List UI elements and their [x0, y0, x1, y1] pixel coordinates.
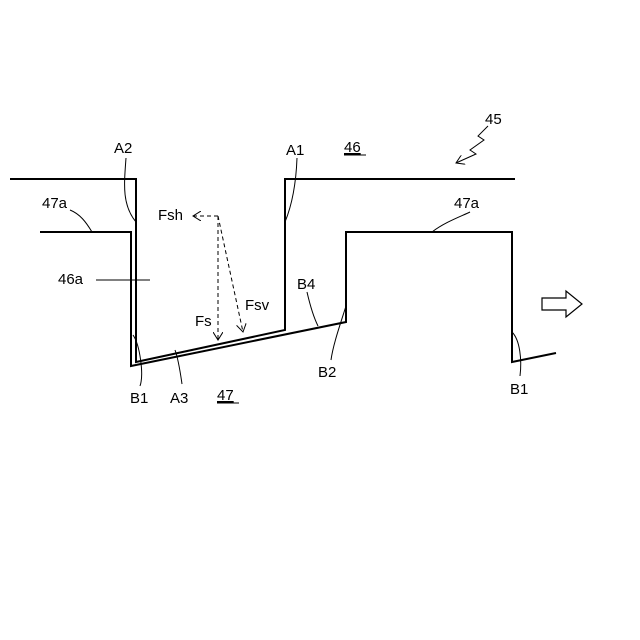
leader-A1	[285, 158, 297, 222]
direction-arrow	[542, 291, 582, 317]
leader-B4	[307, 292, 318, 326]
lower-member-outline	[40, 232, 556, 366]
leader-B2	[331, 306, 346, 360]
label-47a-left: 47a	[42, 195, 68, 212]
leader-45	[456, 126, 488, 163]
label-47: 47	[217, 387, 234, 404]
label-A2: A2	[114, 140, 132, 157]
label-45: 45	[485, 111, 502, 128]
label-B1-left: B1	[130, 390, 148, 407]
leader-47a-left	[70, 210, 92, 232]
label-46a: 46a	[58, 271, 84, 288]
label-Fs: Fs	[195, 313, 212, 330]
label-B4: B4	[297, 276, 315, 293]
leader-A2	[125, 158, 136, 222]
leader-47a-right	[432, 212, 470, 232]
label-46: 46	[344, 139, 361, 156]
label-A3: A3	[170, 390, 188, 407]
label-B1-right: B1	[510, 381, 528, 398]
label-47a-right: 47a	[454, 195, 480, 212]
leader-B1-right	[512, 332, 521, 376]
label-A1: A1	[286, 142, 304, 159]
label-B2: B2	[318, 364, 336, 381]
upper-member-outline	[10, 179, 515, 362]
label-Fsh: Fsh	[158, 207, 183, 224]
label-Fsv: Fsv	[245, 297, 270, 314]
leader-B1-left	[133, 335, 142, 386]
force-Fsv-arrow	[218, 216, 243, 332]
